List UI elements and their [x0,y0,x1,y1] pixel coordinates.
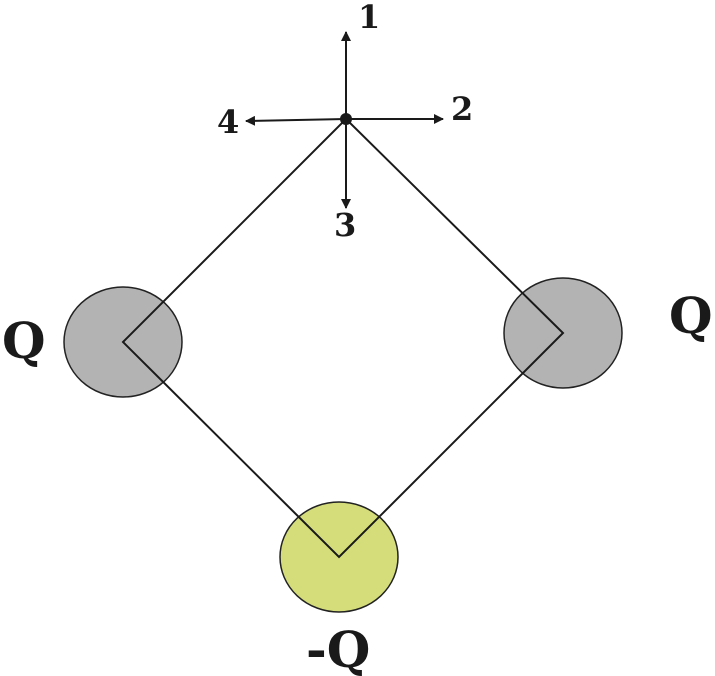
test-point [340,113,352,125]
bottom-charge-label: -Q [306,620,370,676]
left-charge-label: Q [2,311,46,370]
direction-label-3: 3 [334,206,356,244]
direction-label-1: 1 [358,0,380,36]
square-outline [121,117,565,559]
direction-label-4: 4 [217,103,239,141]
direction-label-2: 2 [451,90,473,128]
right-charge-label: Q [669,286,713,345]
arrow-left [245,115,347,126]
